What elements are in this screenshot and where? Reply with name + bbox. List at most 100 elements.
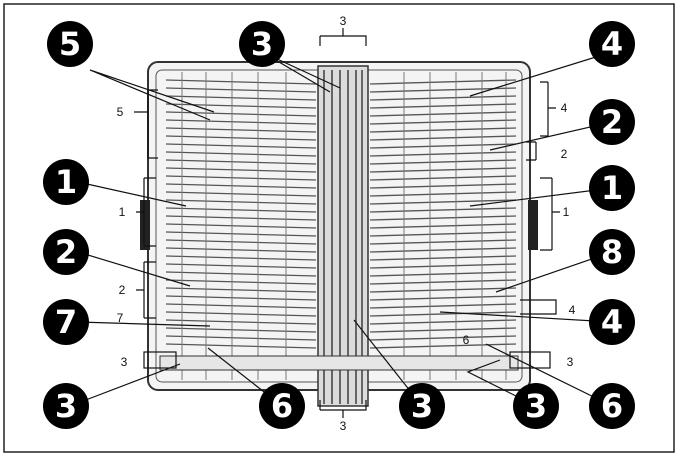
badge-3-top-center-number: 3 — [251, 25, 273, 63]
badge-5-top-left: 5 — [47, 21, 93, 67]
utensil-right — [369, 159, 517, 165]
tray-left-handle — [140, 200, 150, 250]
utensil-right — [369, 199, 517, 205]
badge-4-top-right-circle — [589, 21, 635, 67]
leader-3-bottom-right — [466, 359, 537, 407]
badge-6-bottom-right-number: 6 — [601, 387, 623, 425]
utensil-right — [369, 343, 517, 349]
leader-4-lower — [439, 311, 613, 323]
label-1-left: 1 — [119, 205, 126, 219]
utensil-left — [165, 215, 317, 221]
utensil-right — [369, 103, 517, 109]
utensil-left — [165, 263, 317, 269]
label-3-top: 3 — [340, 14, 347, 28]
utensil-right — [369, 231, 517, 237]
badge-2-right-upper: 2 — [589, 99, 635, 145]
utensil-right — [369, 111, 517, 117]
badge-4-right-lower-circle — [589, 299, 635, 345]
badge-1-left: 1 — [43, 159, 89, 205]
badge-8-right-circle — [589, 229, 635, 275]
cutlery-tray — [140, 61, 538, 407]
badge-5-top-left-circle — [47, 21, 93, 67]
utensil-right — [369, 295, 517, 301]
utensil-left — [165, 199, 317, 205]
utensil-right — [369, 223, 517, 229]
badge-6-bottom-left-number: 6 — [271, 387, 293, 425]
utensil-left — [165, 127, 317, 133]
label-3-bottom: 3 — [340, 419, 347, 433]
utensil-right — [369, 327, 517, 333]
utensil-right — [369, 175, 517, 181]
label-6-lower: 6 — [463, 333, 470, 347]
utensil-left — [165, 255, 317, 261]
utensil-right — [369, 247, 517, 253]
utensil-left — [165, 151, 317, 157]
bracket-2-left — [136, 261, 156, 319]
utensil-left — [165, 231, 317, 237]
badge-3-bottom-center: 3 — [399, 383, 445, 429]
utensil-right — [369, 263, 517, 269]
badge-3-bottom-right-number: 3 — [525, 387, 547, 425]
bracket-3-right-lower — [509, 351, 551, 369]
utensil-right — [369, 279, 517, 285]
cutlery-rows — [165, 70, 517, 404]
bracket-3-left-lower — [143, 351, 177, 369]
leader-3-bottom-left — [69, 363, 181, 407]
leader-2-left — [77, 251, 191, 287]
utensil-left — [165, 223, 317, 229]
utensil-left — [165, 327, 317, 333]
utensil-right — [369, 119, 517, 125]
badge-4-right-lower: 4 — [589, 299, 635, 345]
badge-6-bottom-right: 6 — [589, 383, 635, 429]
utensil-right — [369, 151, 517, 157]
badge-1-left-number: 1 — [55, 163, 77, 201]
badge-3-bottom-left-number: 3 — [55, 387, 77, 425]
label-1-right: 1 — [563, 205, 570, 219]
utensil-left — [165, 87, 317, 93]
badge-8-right: 8 — [589, 229, 635, 275]
utensil-right — [369, 271, 517, 277]
badge-7-left-number: 7 — [55, 303, 77, 341]
badge-4-top-right-number: 4 — [601, 25, 623, 63]
utensil-right — [369, 207, 517, 213]
utensil-right — [369, 335, 517, 341]
label-4-right: 4 — [561, 101, 568, 115]
utensil-left — [165, 175, 317, 181]
label-7-left: 7 — [117, 311, 124, 325]
badge-5-top-left-number: 5 — [59, 25, 81, 63]
bracket-4-right-lower — [520, 299, 557, 315]
utensil-right — [369, 95, 517, 101]
leader-1-left — [77, 181, 187, 207]
leader-7 — [77, 321, 211, 327]
bracket-3-top — [319, 28, 367, 46]
bracket-1-left — [136, 177, 156, 247]
utensil-left — [165, 295, 317, 301]
bracket-3-bottom — [319, 400, 367, 418]
leader-1-right — [469, 187, 613, 207]
tray-center-channel — [317, 65, 369, 407]
utensil-right — [369, 239, 517, 245]
badge-3-bottom-left-circle — [43, 383, 89, 429]
badge-1-right-number: 1 — [601, 169, 623, 207]
label-3-left-lower: 3 — [121, 355, 128, 369]
tray-bottom-rail — [159, 355, 519, 371]
utensil-left — [165, 311, 317, 317]
leader-5 — [89, 69, 215, 121]
label-5-left: 5 — [117, 105, 124, 119]
utensil-left — [165, 287, 317, 293]
utensil-right — [369, 127, 517, 133]
utensil-left — [165, 191, 317, 197]
leader-4-top — [469, 51, 613, 97]
badge-8-right-number: 8 — [601, 233, 623, 271]
badge-3-bottom-left: 3 — [43, 383, 89, 429]
badge-7-left-circle — [43, 299, 89, 345]
badge-1-left-circle — [43, 159, 89, 205]
badge-4-top-right: 4 — [589, 21, 635, 67]
badge-6-bottom-left-circle — [259, 383, 305, 429]
utensil-left — [165, 303, 317, 309]
utensil-left — [165, 183, 317, 189]
badge-3-bottom-right: 3 — [513, 383, 559, 429]
utensil-left — [165, 207, 317, 213]
utensil-left — [165, 279, 317, 285]
